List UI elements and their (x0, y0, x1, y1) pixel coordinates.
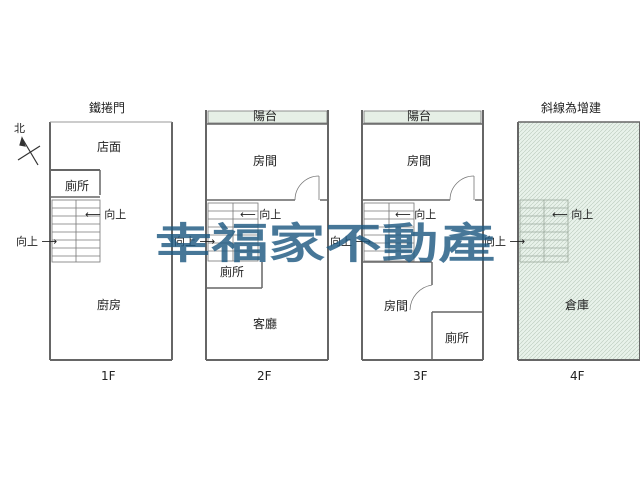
rolling-door-label: 鐵捲門 (89, 100, 125, 115)
stairs-3f (363, 202, 415, 262)
floor-4f (517, 121, 640, 361)
floor-label-4f: 4F (570, 369, 585, 383)
room-3f-1-label: 房間 (407, 153, 431, 168)
floor-3f (361, 110, 484, 361)
extension-note-label: 斜線為增建 (541, 100, 601, 115)
door-3f-b (409, 284, 433, 311)
room-wc-2f-label: 廁所 (220, 264, 244, 279)
stairs-2f (207, 202, 259, 262)
door-2f (294, 175, 320, 201)
room-3f-2-label: 房間 (384, 298, 408, 313)
floor-2f (205, 110, 329, 361)
floor-1f (49, 121, 173, 361)
stairs-up-label-3f-a: ⟵ 向上 (395, 207, 436, 221)
stairs-1f (51, 199, 101, 263)
floor-label-3f: 3F (413, 369, 428, 383)
balcony-3f (363, 110, 482, 124)
room-shop-label: 店面 (97, 140, 121, 154)
room-living-label: 客廳 (253, 316, 277, 331)
stairs-up-label-4f-b: 向上 ⟶ (484, 234, 525, 248)
north-arrow-icon (17, 136, 41, 166)
floor-label-2f: 2F (257, 369, 272, 383)
watermark-text: 幸福家不動產 (155, 219, 495, 268)
balcony-2f-label: 陽台 (253, 108, 277, 123)
room-2f-label: 房間 (253, 153, 277, 168)
north-label: 北 (14, 122, 25, 135)
room-wc-3f-label: 廁所 (445, 330, 469, 345)
room-storage-label: 倉庫 (565, 297, 589, 312)
stairs-up-label-1f-b: 向上 ⟶ (16, 234, 57, 248)
balcony-3f-label: 陽台 (407, 108, 431, 123)
room-wc-1f-label: 廁所 (65, 178, 89, 193)
door-3f-a (449, 175, 475, 201)
stairs-up-label-2f-a: ⟵ 向上 (240, 207, 281, 221)
stairs-up-label-1f-a: ⟵ 向上 (85, 207, 126, 221)
stairs-4f (519, 199, 569, 263)
floor-label-1f: 1F (101, 369, 116, 383)
stairs-up-label-4f-a: ⟵ 向上 (552, 207, 593, 221)
stairs-up-label-3f-b: 向上 ⟶ (330, 234, 371, 248)
stairs-up-label-2f-b: 向上 ⟶ (174, 234, 215, 248)
room-kitchen-label: 廚房 (97, 297, 121, 312)
